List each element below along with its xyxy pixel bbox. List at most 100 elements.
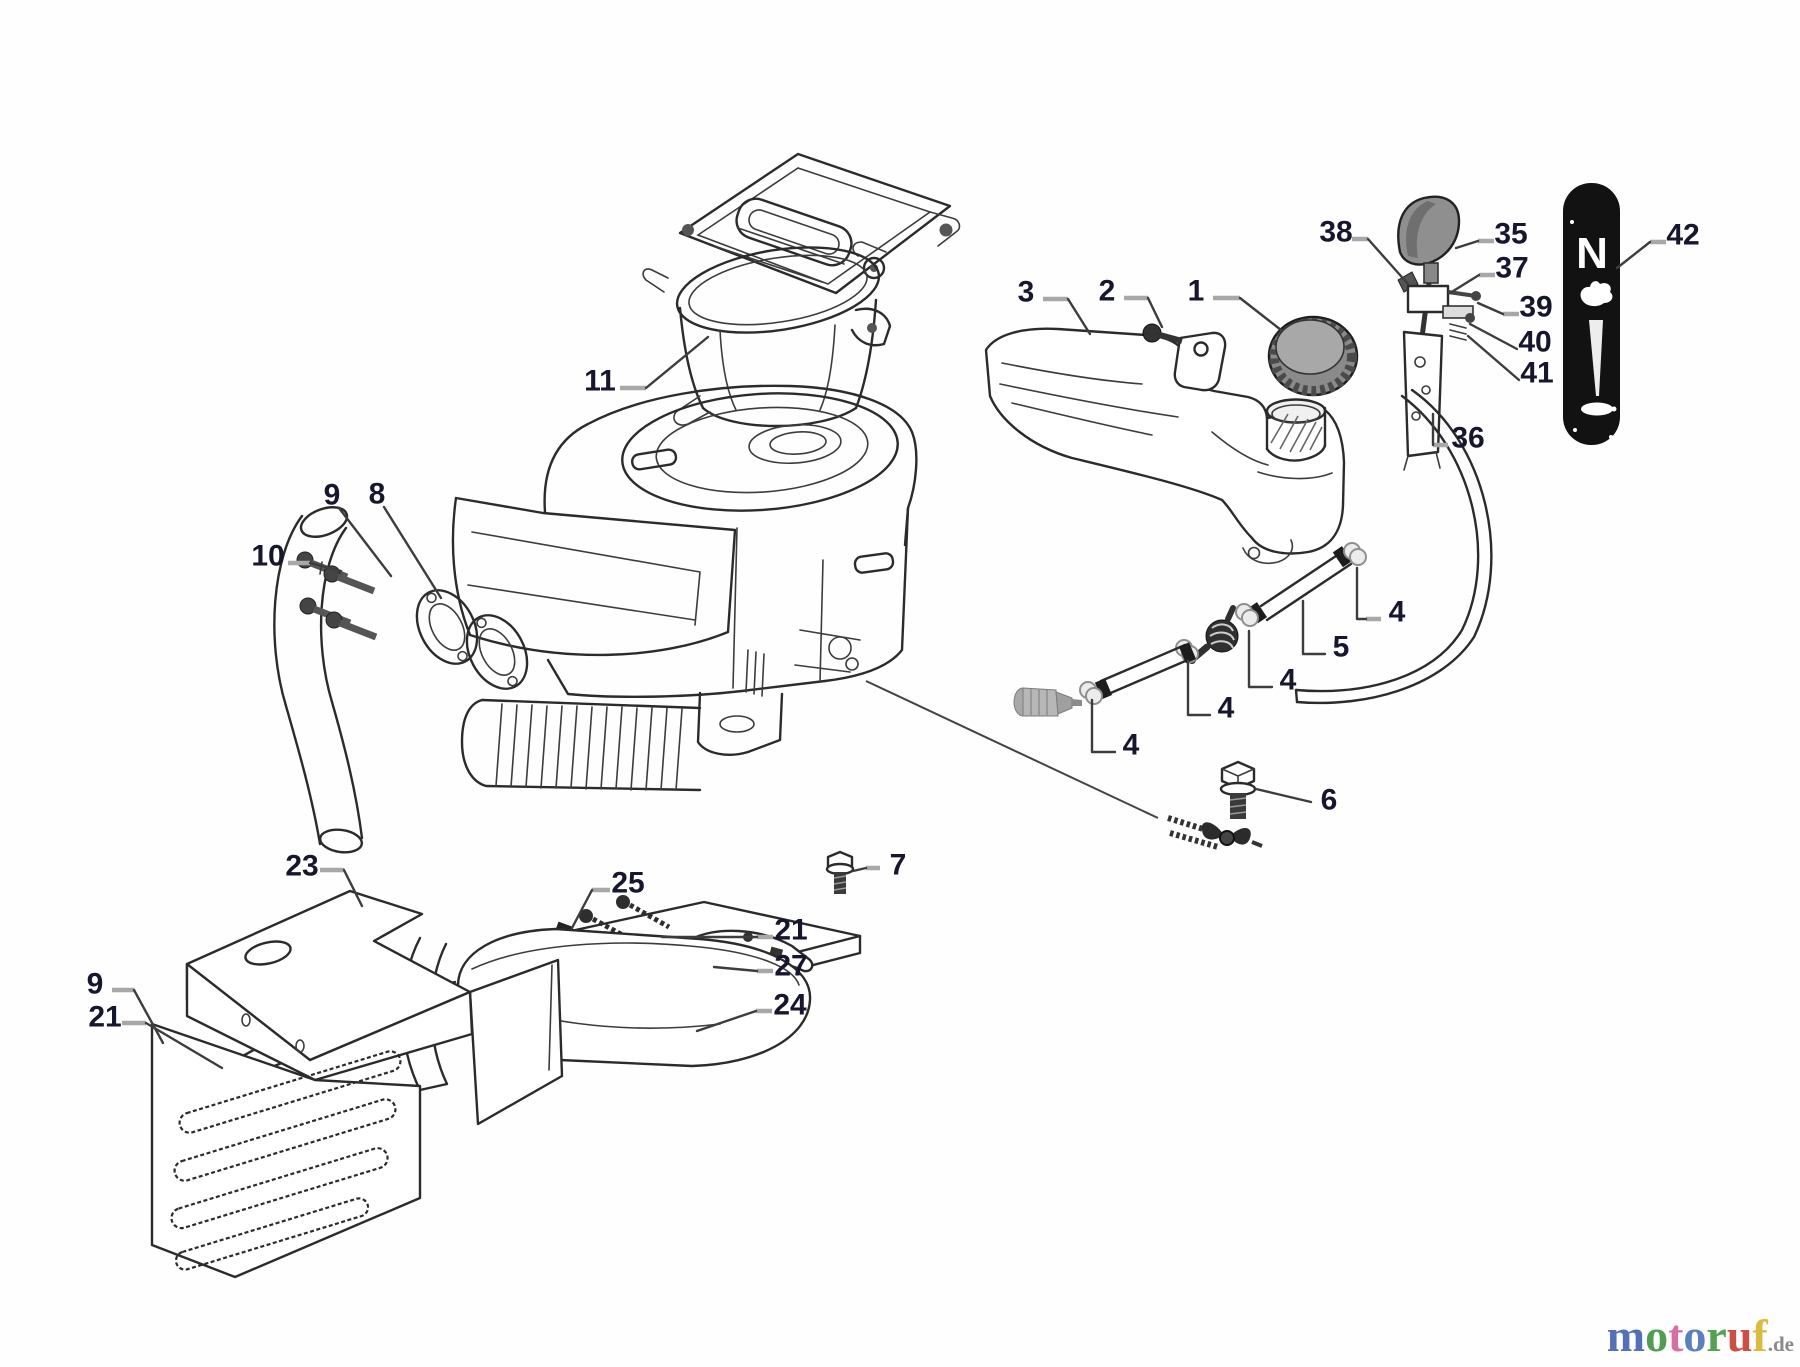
- motoruf-domain-suffix: .de: [1767, 1332, 1794, 1356]
- part-number: 27: [774, 950, 807, 983]
- bolt-icon: [325, 611, 378, 641]
- motoruf-logo: motoruf.de: [1607, 1313, 1794, 1359]
- engine-body: [451, 384, 918, 792]
- motoruf-wordmark: motoruf: [1607, 1310, 1768, 1361]
- callout-27: 27: [712, 950, 808, 983]
- part-number: 2: [1099, 275, 1116, 308]
- part-number: 8: [369, 478, 386, 511]
- hose-clamp-icon: [1343, 542, 1367, 566]
- part-number: 24: [773, 989, 807, 1022]
- callout-7: 7: [851, 849, 907, 882]
- callout-36: 36: [1431, 412, 1485, 455]
- callout-25: 25: [570, 867, 645, 930]
- bolt-icon: [299, 597, 352, 627]
- air-cleaner-bowl: [642, 246, 892, 428]
- part-number: 38: [1319, 216, 1352, 249]
- callout-10: 10: [251, 540, 343, 573]
- bolt-6: [1219, 760, 1257, 819]
- callout-4: 4: [1186, 659, 1235, 725]
- callout-39: 39: [1476, 291, 1553, 324]
- part-number: 5: [1333, 631, 1350, 664]
- watermark-letter: o: [1683, 1310, 1707, 1361]
- screw-icon: [1471, 291, 1481, 301]
- callout-38: 38: [1319, 216, 1410, 286]
- callout-42: 42: [1615, 219, 1700, 270]
- callout-6: 6: [1254, 784, 1338, 817]
- fuel-line-assembly: [865, 542, 1367, 819]
- part-number: 9: [87, 968, 104, 1001]
- tank-screw-icon: [1142, 323, 1183, 344]
- part-number: 40: [1518, 326, 1551, 359]
- part-number: 11: [584, 365, 616, 398]
- fuel-filter-icon: [1013, 687, 1082, 717]
- control-plate: [1402, 330, 1444, 458]
- watermark-letter: f: [1752, 1310, 1768, 1361]
- air-cleaner-cover-plate: [678, 152, 961, 295]
- callout-4: 4: [1247, 629, 1297, 697]
- callout-24: 24: [695, 989, 807, 1033]
- part-number: 6: [1321, 784, 1338, 817]
- filler-neck: [1265, 398, 1327, 462]
- watermark-letter: t: [1668, 1310, 1684, 1361]
- part-number: 37: [1495, 252, 1528, 285]
- part-number: 39: [1519, 291, 1552, 324]
- bolt-7: [825, 850, 855, 894]
- turtle-icon: [1581, 402, 1613, 416]
- part-number: 23: [285, 850, 318, 883]
- callout-41: 41: [1466, 334, 1554, 390]
- callout-21: 21: [660, 914, 808, 947]
- turtle-icon: [1611, 406, 1617, 412]
- bowl-screw-icon: [867, 323, 877, 333]
- wing-clamp: [1167, 815, 1263, 850]
- exhaust-gaskets: [415, 589, 529, 690]
- callout-3: 3: [1018, 276, 1092, 336]
- part-number: 7: [890, 849, 907, 882]
- part-number: 25: [611, 867, 644, 900]
- watermark-letter: o: [1645, 1310, 1669, 1361]
- part-number: 42: [1666, 219, 1699, 252]
- part-number: 21: [88, 1001, 121, 1034]
- heat-shield: [150, 889, 564, 1279]
- hose-clamp-icon: [1079, 681, 1103, 705]
- callout-35: 35: [1454, 218, 1528, 251]
- throttle-decal: N: [1563, 183, 1620, 445]
- oil-cap-icon: [630, 448, 678, 471]
- exhaust-pipe: [273, 506, 364, 854]
- tank-bracket: [1173, 331, 1227, 392]
- rabbit-icon: [1580, 281, 1613, 307]
- decal-letter: N: [1576, 229, 1608, 278]
- watermark-letter: m: [1606, 1310, 1646, 1361]
- part-number: 9: [324, 479, 341, 512]
- callout-40: 40: [1468, 322, 1552, 359]
- part-number: 4: [1218, 692, 1235, 725]
- watermark-letter: r: [1706, 1310, 1727, 1361]
- cover-screw-icon: [682, 224, 694, 236]
- part-number: 10: [251, 540, 284, 573]
- part-number: 1: [1188, 275, 1205, 308]
- screw-icon: [1465, 313, 1475, 323]
- part-number: 4: [1280, 664, 1297, 697]
- part-number: 3: [1018, 276, 1035, 309]
- throttle-lever: [1397, 271, 1419, 293]
- part-number: 4: [1389, 596, 1406, 629]
- callout-21: 21: [88, 1001, 224, 1070]
- muffler-screw-icon: [616, 895, 671, 930]
- callout-8: 8: [369, 478, 443, 600]
- part-number: 35: [1494, 218, 1527, 251]
- callout-5: 5: [1301, 599, 1350, 664]
- callout-9: 9: [324, 479, 393, 578]
- fuel-pipe: [1294, 388, 1493, 705]
- part-number: 4: [1123, 729, 1140, 762]
- callout-9: 9: [87, 968, 165, 1045]
- callout-11: 11: [584, 335, 710, 398]
- hose-clamp-icon: [1235, 603, 1259, 627]
- fuel-tank: [984, 323, 1346, 564]
- callout-2: 2: [1099, 275, 1164, 329]
- callout-1: 1: [1188, 275, 1283, 332]
- fuel-cap: [1267, 315, 1359, 397]
- callout-23: 23: [285, 850, 364, 908]
- callout-4: 4: [1355, 566, 1406, 629]
